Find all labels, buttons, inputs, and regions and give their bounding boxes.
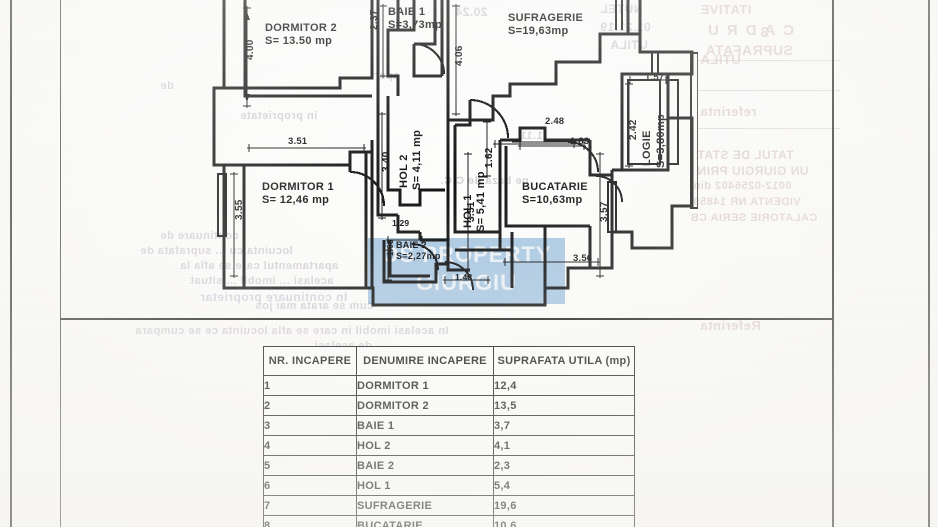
dimension-406: 4.06 xyxy=(454,45,465,66)
room-label-baie1: BAIE 1 S=3,73mp xyxy=(388,6,443,31)
dimension-357: 3.57 xyxy=(599,201,610,222)
cell-area: 19,6 xyxy=(493,495,635,516)
table-header-row: NR. INCAPERE DENUMIRE INCAPERE SUPRAFATA… xyxy=(263,346,635,376)
room-label-baie2: BAIE 2 S=2,27mp xyxy=(396,240,441,261)
room-label-logie-name: LOGIE xyxy=(641,130,653,166)
cell-nr: 1 xyxy=(263,375,357,396)
table-row: 1 DORMITOR 1 12,4 xyxy=(263,375,635,396)
cell-nr: 3 xyxy=(263,415,357,436)
dimension-183: 1.83 xyxy=(570,136,590,147)
cell-nr: 5 xyxy=(263,455,357,476)
dimension-237: 2.37 xyxy=(369,9,380,30)
cell-nr: 4 xyxy=(263,435,357,456)
room-label-bucatarie: BUCATARIE S=10,63mp xyxy=(522,181,588,206)
cell-area: 3,7 xyxy=(493,415,635,436)
table-row: 5 BAIE 2 2,3 xyxy=(263,455,635,476)
dimension-351b: 3.51 xyxy=(466,201,477,222)
cell-nr: 6 xyxy=(263,475,357,496)
cell-name: BAIE 1 xyxy=(356,415,494,436)
cell-name: HOL 1 xyxy=(356,475,494,496)
room-label-logie-area: S=3,80mp xyxy=(655,113,667,168)
table-row: 3 BAIE 1 3,7 xyxy=(263,415,635,436)
table-header-area: SUPRAFATA UTILA (mp) xyxy=(493,346,635,376)
cell-nr: 7 xyxy=(263,495,357,516)
dimension-248: 2.48 xyxy=(545,116,565,127)
dimension-400: 4.00 xyxy=(245,39,256,60)
cell-area: 4,1 xyxy=(493,435,635,456)
dimension-129: 1.29 xyxy=(392,218,410,228)
table-row: 4 HOL 2 4,1 xyxy=(263,435,635,456)
dimension-162: 1.62 xyxy=(484,147,495,168)
cell-area: 13,5 xyxy=(493,395,635,416)
table-row: 7 SUFRAGERIE 19,6 xyxy=(263,495,635,516)
dimension-351a: 3.51 xyxy=(288,136,308,147)
dimension-356: 3.56 xyxy=(573,253,593,264)
room-schedule-table: NR. INCAPERE DENUMIRE INCAPERE SUPRAFATA… xyxy=(263,346,635,527)
dimension-103: 1.03 xyxy=(386,239,395,256)
cell-area: 2,3 xyxy=(493,455,635,476)
room-label-dormitor2: DORMITOR 2 S= 13.50 mp xyxy=(265,22,337,47)
room-label-hol2-name: HOL 2 xyxy=(398,154,410,188)
room-label-dormitor1: DORMITOR 1 S= 12,46 mp xyxy=(262,181,334,206)
table-body: 1 DORMITOR 1 12,4 2 DORMITOR 2 13,5 3 BA… xyxy=(263,375,635,527)
room-label-hol2-area: S= 4,11 mp xyxy=(411,129,423,190)
cell-name: HOL 2 xyxy=(356,435,494,456)
dimension-355: 3.55 xyxy=(234,199,245,220)
room-label-sufragerie: SUFRAGERIE S=19,63mp xyxy=(508,12,584,37)
dimension-242: 2.42 xyxy=(628,119,639,140)
table-header-nr: NR. INCAPERE xyxy=(263,346,357,376)
cell-name: DORMITOR 2 xyxy=(356,395,494,416)
table-header-name: DENUMIRE INCAPERE xyxy=(356,346,494,376)
dimension-340: 3.40 xyxy=(381,151,392,172)
cell-name: BAIE 2 xyxy=(356,455,494,476)
dimension-157: 1.57 xyxy=(645,72,665,83)
cell-name: DORMITOR 1 xyxy=(356,375,494,396)
table-row: 8 BUCATARIE 10,6 xyxy=(263,515,635,527)
table-row: 2 DORMITOR 2 13,5 xyxy=(263,395,635,416)
cell-nr: 8 xyxy=(263,515,357,527)
cell-nr: 2 xyxy=(263,395,357,416)
cell-area: 10,6 xyxy=(493,515,635,527)
cell-name: SUFRAGERIE xyxy=(356,495,494,516)
cell-area: 5,4 xyxy=(493,475,635,496)
cell-area: 12,4 xyxy=(493,375,635,396)
table-row: 6 HOL 1 5,4 xyxy=(263,475,635,496)
cell-name: BUCATARIE xyxy=(356,515,494,527)
dimension-148: 1.48 xyxy=(455,272,473,282)
